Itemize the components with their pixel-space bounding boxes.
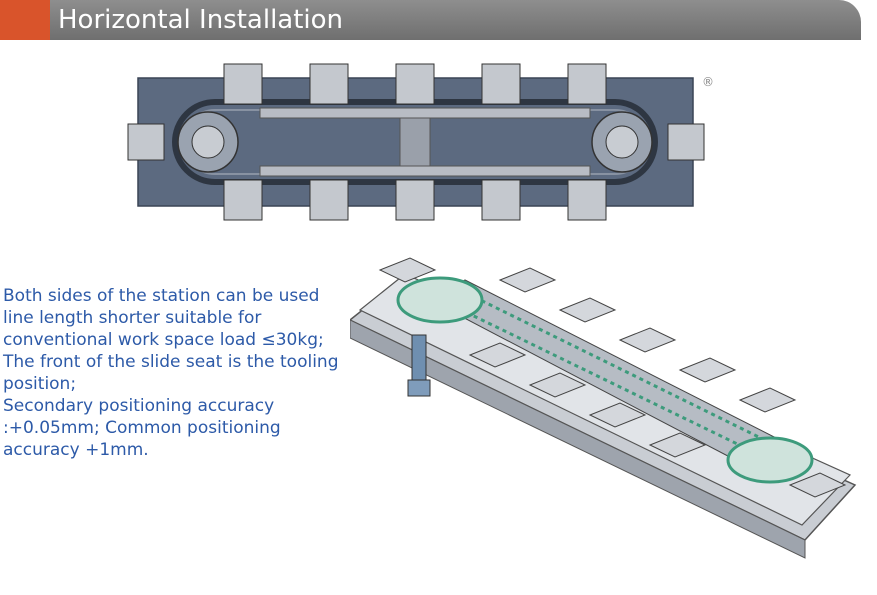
left-end-slide <box>127 123 165 161</box>
lower-rail <box>259 165 591 177</box>
iso-right-sprocket <box>726 436 814 484</box>
registered-mark: ® <box>702 75 714 89</box>
top-slides <box>223 63 607 105</box>
oval-track <box>172 99 658 185</box>
header-accent <box>0 0 50 40</box>
description-line: Secondary positioning accuracy :+0.05mm;… <box>3 396 281 460</box>
right-hub <box>605 125 639 159</box>
left-hub <box>191 125 225 159</box>
iso-left-sprocket <box>396 276 484 324</box>
top-view-diagram: ® <box>127 63 714 221</box>
isometric-diagram <box>350 257 857 559</box>
upper-rail <box>259 107 591 119</box>
center-support <box>399 117 431 167</box>
bottom-slides <box>223 179 607 221</box>
description-line: Both sides of the station can be used li… <box>3 286 324 350</box>
section-header: Horizontal Installation <box>0 0 861 40</box>
section-title: Horizontal Installation <box>58 5 344 35</box>
right-end-slide <box>667 123 705 161</box>
description-line: The front of the slide seat is the tooli… <box>3 352 339 394</box>
iso-motor <box>411 334 427 386</box>
iso-chain-1 <box>444 300 761 457</box>
iso-slides <box>378 257 847 498</box>
iso-chain-2 <box>459 288 776 447</box>
iso-base-side <box>350 319 806 559</box>
description-text: Both sides of the station can be used li… <box>3 285 343 461</box>
iso-motor-base <box>407 379 431 397</box>
